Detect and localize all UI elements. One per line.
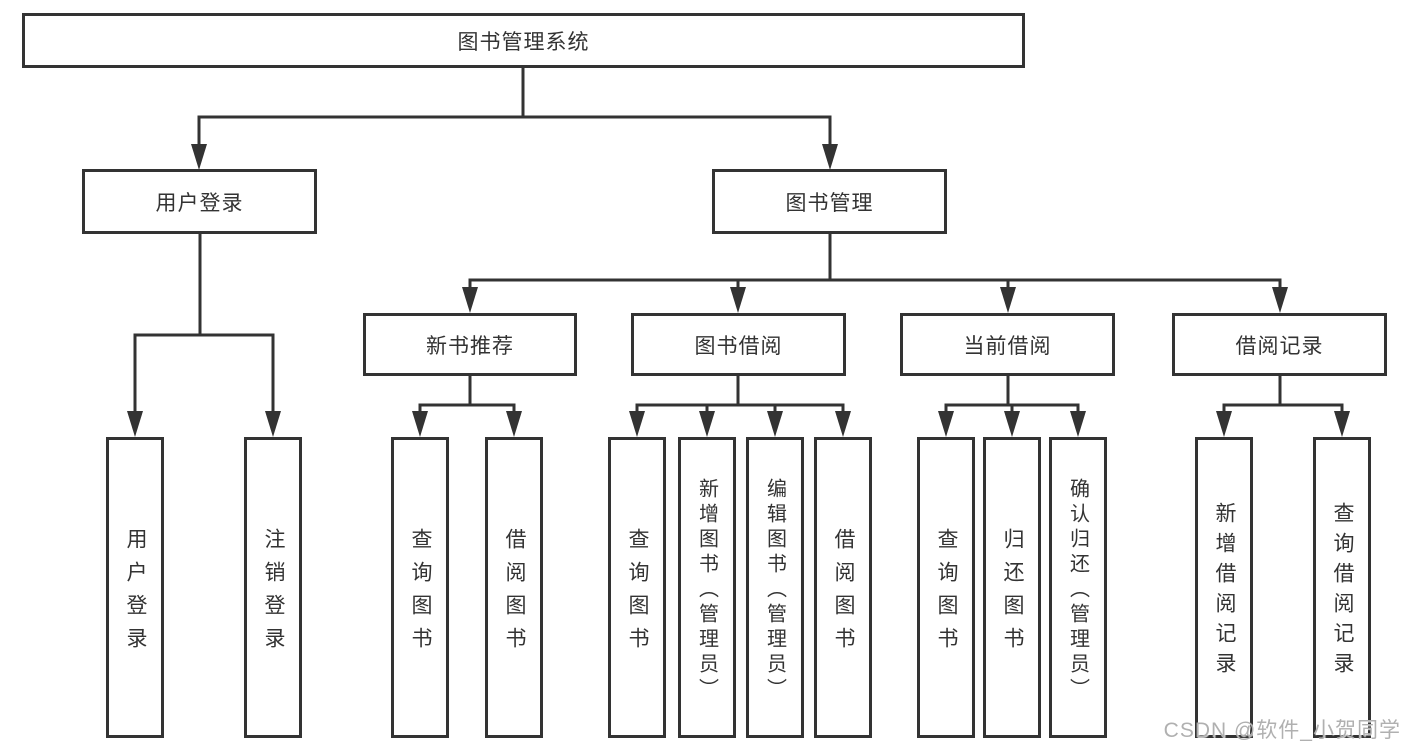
node-library-management-system: 图书管理系统 (22, 13, 1025, 68)
leaf-query-books-borrowing: 查询图书 (608, 437, 666, 738)
leaf-add-books-admin: 新增图书（管理员） (678, 437, 736, 738)
node-book-borrowing: 图书借阅 (631, 313, 846, 376)
leaf-edit-books-admin: 编辑图书（管理员） (746, 437, 804, 738)
node-current-borrowing: 当前借阅 (900, 313, 1115, 376)
leaf-logout: 注销登录 (244, 437, 302, 738)
leaf-confirm-return-admin: 确认归还（管理员） (1049, 437, 1107, 738)
node-borrowing-records: 借阅记录 (1172, 313, 1387, 376)
leaf-query-books-recommend: 查询图书 (391, 437, 449, 738)
csdn-watermark: CSDN @软件_小贺同学 (1163, 719, 1401, 742)
node-new-book-recommendation: 新书推荐 (363, 313, 577, 376)
leaf-add-borrow-record: 新增借阅记录 (1195, 437, 1253, 738)
leaf-return-books: 归还图书 (983, 437, 1041, 738)
node-user-login: 用户登录 (82, 169, 317, 234)
leaf-query-borrow-record: 查询借阅记录 (1313, 437, 1371, 738)
leaf-borrow-books-recommend: 借阅图书 (485, 437, 543, 738)
leaf-borrow-books: 借阅图书 (814, 437, 872, 738)
leaf-query-books-current: 查询图书 (917, 437, 975, 738)
leaf-user-login: 用户登录 (106, 437, 164, 738)
node-book-management: 图书管理 (712, 169, 947, 234)
